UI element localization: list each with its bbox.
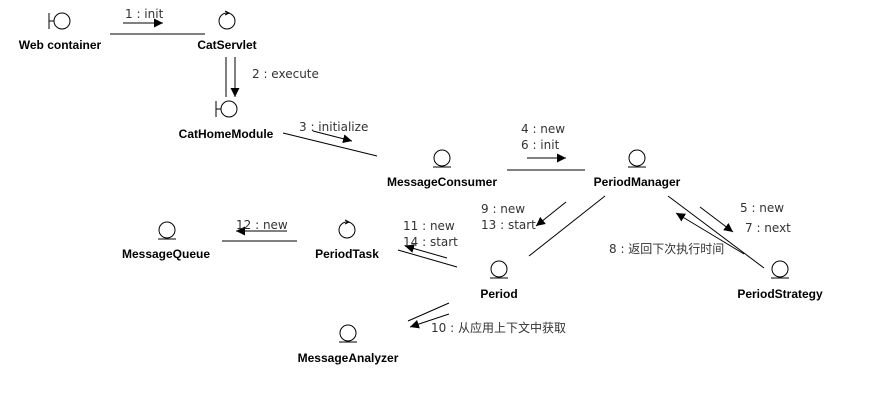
period-task-icon xyxy=(338,219,356,239)
cat-servlet-label: CatServlet xyxy=(197,38,256,52)
msg-label-6: 6 : init xyxy=(521,138,560,152)
message-consumer-label: MessageConsumer xyxy=(387,175,497,189)
message-consumer-icon xyxy=(433,149,451,168)
msg-label-13: 13 : start xyxy=(481,218,536,232)
msg-label-8: 8 : 返回下次执行时间 xyxy=(609,242,724,256)
arrow-msg-8 xyxy=(675,212,745,255)
msg-label-2: 2 : execute xyxy=(252,67,319,81)
arrow-msg-11-14 xyxy=(404,244,448,259)
msg-label-1: 1 : init xyxy=(125,7,164,21)
arrow-msg-3 xyxy=(312,130,353,144)
msg-label-14: 14 : start xyxy=(403,235,458,249)
message-analyzer-icon xyxy=(339,324,357,343)
link-period-messageanalyzer xyxy=(407,302,450,322)
period-manager-label: PeriodManager xyxy=(594,175,681,189)
arrow-msg-10 xyxy=(409,313,450,329)
msg-label-9: 9 : new xyxy=(481,202,525,216)
msg-label-3: 3 : initialize xyxy=(299,120,368,134)
link-periodmanager-periodstrategy xyxy=(667,195,765,269)
cat-home-module-label: CatHomeModule xyxy=(179,127,274,141)
cat-home-module-icon xyxy=(215,100,238,118)
message-queue-label: MessageQueue xyxy=(122,247,210,261)
message-analyzer-label: MessageAnalyzer xyxy=(298,351,399,365)
cat-servlet-icon xyxy=(218,10,236,30)
period-icon xyxy=(490,260,508,279)
period-label: Period xyxy=(480,287,517,301)
msg-label-7: 7 : next xyxy=(745,221,791,235)
msg-label-11: 11 : new xyxy=(403,219,455,233)
period-manager-icon xyxy=(628,149,646,168)
link-periodmanager-period xyxy=(528,195,606,257)
link-cathomemodule-messageconsumer xyxy=(282,132,378,157)
message-queue-icon xyxy=(158,221,176,240)
web-container-label: Web container xyxy=(19,38,102,52)
arrow-msg-9-13 xyxy=(535,201,567,227)
web-container-icon xyxy=(48,12,71,30)
msg-label-4: 4 : new xyxy=(521,122,565,136)
period-strategy-label: PeriodStrategy xyxy=(737,287,823,301)
msg-label-5: 5 : new xyxy=(740,201,784,215)
link-period-periodtask xyxy=(397,249,458,268)
arrow-msg-5-7 xyxy=(699,206,734,233)
msg-label-10: 10 : 从应用上下文中获取 xyxy=(431,320,566,335)
msg-label-12: 12 : new xyxy=(236,218,288,232)
period-strategy-icon xyxy=(771,260,789,279)
period-task-label: PeriodTask xyxy=(315,247,379,261)
